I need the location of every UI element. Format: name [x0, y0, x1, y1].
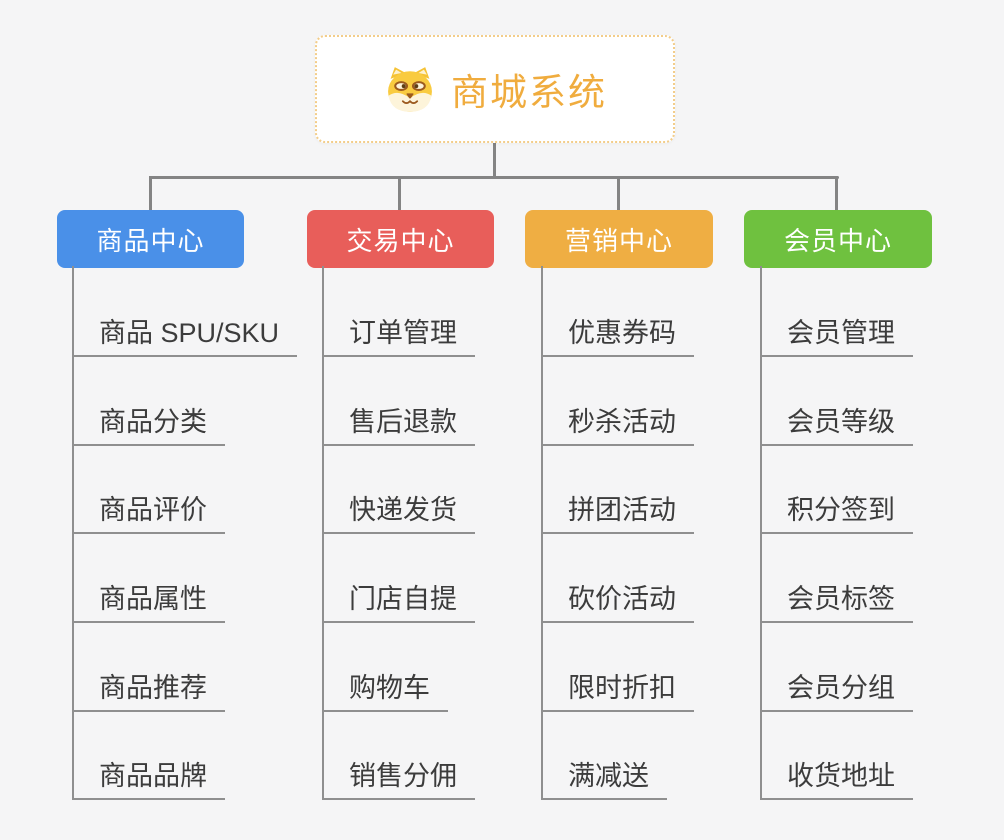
topic-item[interactable]: 会员标签	[760, 583, 913, 623]
topic-item[interactable]: 商品评价	[72, 494, 225, 534]
topic-item[interactable]: 快递发货	[322, 494, 475, 534]
topic-item[interactable]: 订单管理	[322, 317, 475, 357]
connector-root-stub	[493, 142, 496, 177]
topic-item[interactable]: 砍价活动	[541, 583, 694, 623]
topic-item[interactable]: 秒杀活动	[541, 406, 694, 446]
topic-item[interactable]: 会员分组	[760, 672, 913, 712]
topic-item[interactable]: 商品推荐	[72, 672, 225, 712]
connector-drop-4	[835, 176, 838, 212]
topic-item[interactable]: 售后退款	[322, 406, 475, 446]
topic-item[interactable]: 门店自提	[322, 583, 475, 623]
topic-item[interactable]: 会员等级	[760, 406, 913, 446]
topic-item[interactable]: 满减送	[541, 760, 667, 800]
root-title: 商城系统	[451, 72, 607, 113]
topic-item[interactable]: 商品分类	[72, 406, 225, 446]
root-node[interactable]: 商城系统	[315, 35, 675, 143]
topic-item[interactable]: 收货地址	[760, 760, 913, 800]
topic-item[interactable]: 商品品牌	[72, 760, 225, 800]
branch-node-marketing[interactable]: 营销中心	[525, 210, 713, 268]
topic-item[interactable]: 购物车	[322, 672, 448, 712]
shiba-dog-icon	[383, 65, 437, 113]
topic-item[interactable]: 优惠券码	[541, 317, 694, 357]
topic-item[interactable]: 商品 SPU/SKU	[72, 317, 298, 357]
topic-item[interactable]: 限时折扣	[541, 672, 694, 712]
branch-node-goods[interactable]: 商品中心	[57, 210, 244, 268]
topic-item[interactable]: 商品属性	[72, 583, 225, 623]
connector-drop-3	[617, 176, 620, 212]
connector-drop-2	[398, 176, 401, 212]
branch-node-trade[interactable]: 交易中心	[307, 210, 494, 268]
branch-node-member[interactable]: 会员中心	[744, 210, 932, 268]
topic-item[interactable]: 销售分佣	[322, 760, 475, 800]
topic-item[interactable]: 会员管理	[760, 317, 913, 357]
topic-item[interactable]: 积分签到	[760, 494, 913, 534]
connector-drop-1	[149, 176, 152, 212]
connector-bus	[149, 176, 839, 179]
topic-item[interactable]: 拼团活动	[541, 494, 694, 534]
